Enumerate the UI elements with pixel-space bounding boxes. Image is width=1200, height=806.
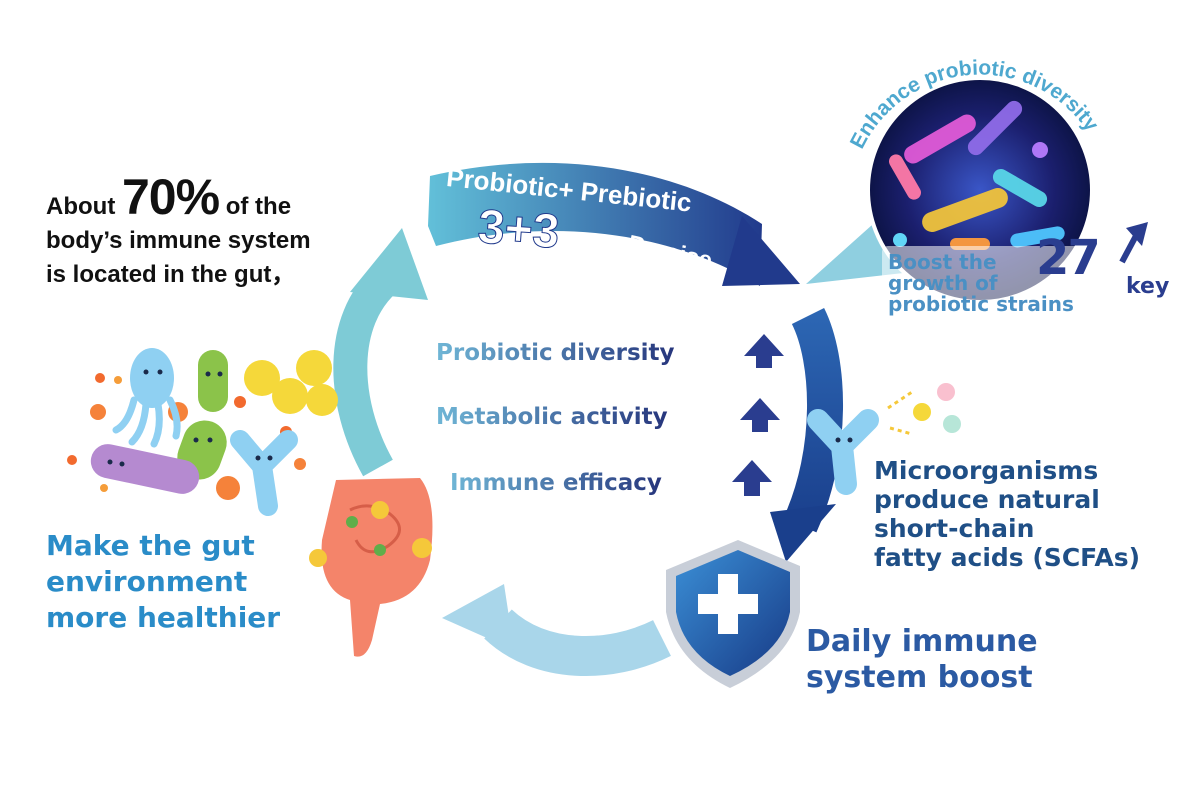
arrow-up-icon-1	[744, 334, 784, 368]
strain-count-unit: key	[1126, 274, 1170, 299]
immune-line-2: system boost	[806, 660, 1033, 695]
intro-prefix: About	[46, 193, 116, 220]
intro-percent: 70%	[121, 169, 220, 225]
scfa-line-2: produce natural	[874, 485, 1100, 514]
growth-arrowhead-icon	[1126, 222, 1148, 246]
microbe-image	[806, 76, 1122, 322]
gut-line-1: Make the gut	[46, 529, 255, 562]
bacteria-cluster-illustration	[67, 348, 338, 516]
benefit-item-probiotic-diversity: Probiotic diversity	[436, 340, 675, 366]
intestine-illustration	[309, 478, 433, 657]
scfa-microbe-illustration	[807, 383, 961, 495]
scfa-line-1: Microorganisms	[874, 456, 1099, 485]
benefit-item-metabolic-activity: Metabolic activity	[436, 404, 668, 430]
benefit-label: Immune efficacy	[450, 470, 662, 496]
intro-stat-text: About 70% of the body’s immune system is…	[46, 172, 311, 292]
gut-caption: Make the gut environment more healthier	[46, 528, 280, 636]
benefit-label: Metabolic activity	[436, 404, 668, 430]
cycle-arrow-bottom	[442, 584, 671, 676]
banner-formula: 3+3	[476, 200, 561, 259]
strain-count: 27	[1036, 230, 1101, 286]
intro-line-2: body’s immune system	[46, 227, 311, 254]
boost-line-2: growth of	[888, 271, 998, 295]
benefit-label: Probiotic diversity	[436, 340, 675, 366]
boost-line-1: Boost the	[888, 250, 997, 274]
arrow-up-icon-3	[732, 460, 772, 496]
benefit-item-immune-efficacy: Immune efficacy	[450, 470, 662, 496]
boost-strains-text: Boost the growth of probiotic strains 27…	[888, 234, 1169, 316]
scfa-line-4: fatty acids (SCFAs)	[874, 543, 1141, 572]
immune-line-1: Daily immune	[806, 624, 1038, 659]
shield-icon	[666, 540, 800, 688]
scfa-caption: Microorganisms produce natural short-cha…	[874, 456, 1140, 572]
arrow-up-icon-2	[740, 398, 780, 432]
immune-caption: Daily immune system boost	[806, 624, 1038, 696]
gut-line-2: environment	[46, 565, 248, 598]
intro-line-1: About 70% of the	[46, 172, 311, 224]
boost-line-3: probiotic strains	[888, 292, 1074, 316]
cycle-arrow-left	[333, 228, 428, 477]
gut-line-3: more healthier	[46, 601, 281, 634]
scfa-line-3: short-chain	[874, 514, 1035, 543]
cycle-arrow-right	[770, 307, 844, 562]
intro-line-3: is located in the gut，	[46, 261, 296, 288]
intro-suffix: of the	[225, 193, 292, 220]
banner-arrow	[428, 162, 800, 286]
